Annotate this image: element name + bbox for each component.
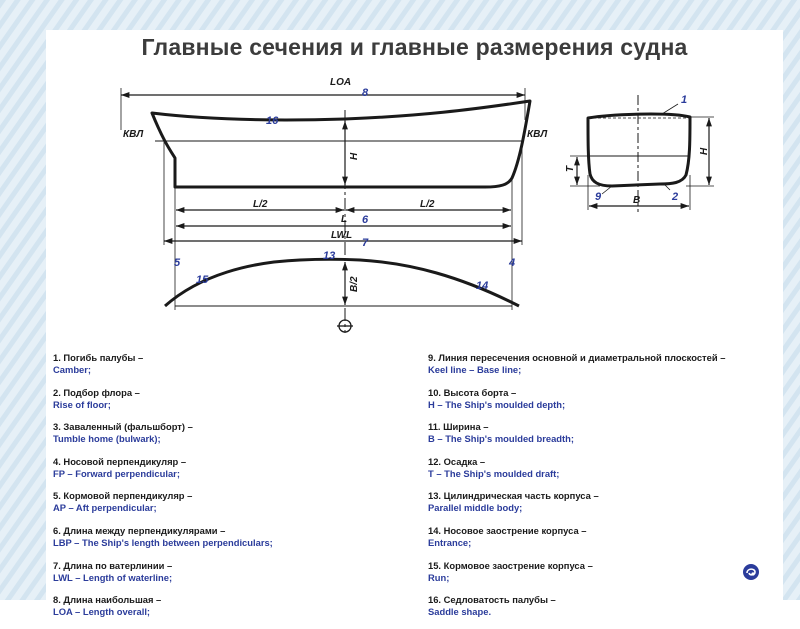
legend-term-en: H – The Ship's moulded depth; — [428, 398, 566, 410]
legend-term-en: Camber; — [53, 364, 92, 375]
number-16: 16 — [266, 115, 279, 127]
legend-term-en: FP – Forward perpendicular; — [53, 467, 180, 479]
number-1: 1 — [681, 94, 687, 106]
cross-section-view — [570, 95, 714, 212]
legend-term-en: Keel line – Base line; — [428, 364, 522, 375]
legend-item: 1. Погибь палубы – Camber; — [53, 352, 408, 376]
number-13: 13 — [323, 250, 335, 262]
number-8: 8 — [362, 87, 369, 99]
label-section-b: B — [633, 195, 640, 206]
legend-item: 4. Носовой перпендикуляр – FP – Forward … — [53, 456, 408, 480]
legend-term-en: AP – Aft perpendicular; — [53, 502, 157, 514]
label-section-t: T — [565, 165, 576, 172]
content-card — [46, 30, 783, 600]
label-depth-h: H — [349, 152, 360, 160]
legend-term-en: Tumble home (bulwark); — [53, 433, 161, 445]
legend-term-ru: 14. Носовое заострение корпуса – — [428, 524, 587, 536]
legend-term-ru: 4. Носовой перпендикуляр – — [53, 455, 187, 467]
number-15: 15 — [196, 274, 209, 286]
legend-term-en: Rise of floor; — [53, 398, 111, 410]
number-14: 14 — [476, 280, 488, 292]
legend-item: 3. Заваленный (фальшборт) – Tumble home … — [53, 421, 408, 445]
presentation-logo-icon — [743, 564, 759, 580]
legend-item: 8. Длина наибольшая – LOA – Length overa… — [53, 594, 408, 618]
legend-term-ru: 5. Кормовой перпендикуляр – — [53, 490, 193, 502]
legend-term-en: LBP – The Ship's length between perpendi… — [53, 536, 273, 548]
ship-dimensions-diagram: LOA 8 16 КВЛ КВЛ H L/2 L/2 L 6 LWL 7 5 1… — [120, 77, 714, 333]
legend-term-en: T – The Ship's moulded draft; — [428, 467, 560, 479]
number-9: 9 — [595, 191, 602, 203]
legend-term-ru: 10. Высота борта – — [428, 386, 517, 398]
legend-term-ru: 3. Заваленный (фальшборт) – — [53, 421, 193, 433]
legend-term-en: Run; — [428, 571, 450, 583]
legend-term-ru: 7. Длина по ватерлинии – — [53, 559, 173, 571]
legend-item: 10. Высота борта – H – The Ship's moulde… — [428, 387, 778, 411]
label-loa: LOA — [330, 77, 351, 88]
legend-item: 2. Подбор флора – Rise of floor; — [53, 387, 408, 411]
label-half-breadth: B/2 — [349, 276, 360, 292]
legend-term-ru: 11. Ширина – — [428, 421, 489, 433]
label-kvl-left: КВЛ — [123, 129, 144, 140]
legend-term-en: Saddle shape. — [428, 606, 492, 618]
waterplane-outline — [164, 257, 520, 308]
legend-item: 16. Седловатость палубы – Saddle shape. — [428, 594, 778, 618]
number-7: 7 — [362, 237, 369, 249]
legend-term-en: LOA – Length overall; — [53, 606, 151, 618]
number-2: 2 — [671, 191, 678, 203]
plan-view — [164, 257, 520, 333]
legend-term-ru: 2. Подбор флора – — [53, 386, 140, 398]
label-section-h: H — [699, 147, 710, 155]
page-title: Главные сечения и главные размерения суд… — [141, 34, 688, 60]
number-6: 6 — [362, 214, 369, 226]
legend-term-ru: 12. Осадка – — [428, 455, 486, 467]
legend-term-ru: 6. Длина между перпендикулярами – — [53, 524, 226, 536]
legend-left-column: 1. Погибь палубы – Camber; 2. Подбор флор… — [53, 352, 408, 629]
legend-right-column: 9. Линия пересечения основной и диаметра… — [428, 352, 778, 629]
legend-item: 9. Линия пересечения основной и диаметра… — [428, 352, 778, 376]
leader-2 — [663, 183, 671, 191]
legend-term-en: Entrance; — [428, 536, 472, 548]
legend-term-ru: 13. Цилиндрическая часть корпуса – — [428, 490, 599, 502]
legend-item: 12. Осадка – T – The Ship's moulded draf… — [428, 456, 778, 480]
legend-term-en: Parallel middle body; — [428, 502, 523, 514]
leader-9 — [601, 185, 613, 195]
legend-item: 6. Длина между перпендикулярами –LBP – T… — [53, 525, 408, 549]
legend-item: 7. Длина по ватерлинии – LWL – Length of… — [53, 560, 408, 584]
legend-term-ru: 1. Погибь палубы – — [53, 352, 144, 363]
label-lwl: LWL — [331, 230, 352, 241]
label-half-l-left: L/2 — [253, 199, 268, 210]
label-l: L — [341, 214, 347, 225]
label-half-l-right: L/2 — [420, 199, 435, 210]
midship-section-outline — [586, 112, 692, 188]
legend-item: 13. Цилиндрическая часть корпуса – Paral… — [428, 490, 778, 514]
number-5: 5 — [174, 257, 181, 269]
number-4: 4 — [508, 257, 515, 269]
hull-profile-outline — [150, 99, 532, 189]
legend-term-en: LWL – Length of waterline; — [53, 571, 173, 583]
legend-item: 11. Ширина – B – The Ship's moulded brea… — [428, 421, 778, 445]
legend-item: 15. Кормовое заострение корпуса – Run; — [428, 560, 778, 584]
label-kvl-right: КВЛ — [527, 129, 548, 140]
legend-term-en: B – The Ship's moulded breadth; — [428, 433, 574, 445]
profile-view — [120, 88, 532, 333]
legend-term-ru: 9. Линия пересечения основной и диаметра… — [428, 352, 726, 363]
leader-1 — [661, 103, 679, 115]
legend-item: 5. Кормовой перпендикуляр – AP – Aft per… — [53, 490, 408, 514]
legend-term-ru: 15. Кормовое заострение корпуса – — [428, 559, 593, 571]
legend-item: 14. Носовое заострение корпуса – Entranc… — [428, 525, 778, 549]
